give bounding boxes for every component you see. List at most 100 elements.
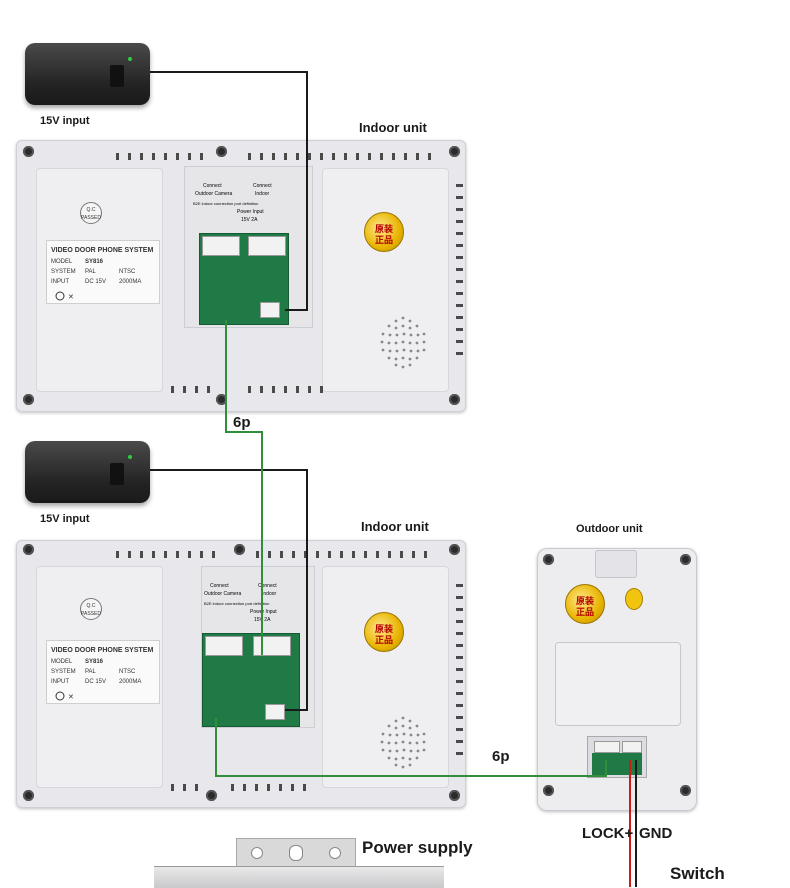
- terminal-outdoor-camera: Outdoor Camera: [195, 191, 233, 197]
- bracket-hole: [251, 847, 263, 859]
- qc-line1: Q.C: [86, 207, 96, 213]
- bracket-hole: [329, 847, 341, 859]
- outdoor-unit-label: Outdoor unit: [576, 523, 643, 535]
- seal-line2: 正品: [374, 635, 393, 645]
- sticker-title: VIDEO DOOR PHONE SYSTEM: [51, 247, 154, 254]
- sticker-ntsc: NTSC: [119, 269, 136, 275]
- hologram-seal: 原装 正品: [364, 212, 404, 252]
- speaker-grille: [372, 712, 434, 774]
- sticker-input-label: INPUT: [51, 679, 69, 685]
- power-supply-body: [154, 866, 444, 888]
- connector: [202, 236, 240, 256]
- indoor-unit-top: VIDEO DOOR PHONE SYSTEM MODEL SY816 SYST…: [16, 140, 466, 412]
- sticker-input-label: INPUT: [51, 279, 69, 285]
- cert-icons: ✕: [55, 688, 85, 701]
- screw: [680, 554, 691, 565]
- circuit-board: [202, 633, 300, 727]
- sticker-system-label: SYSTEM: [51, 269, 76, 275]
- power-cable-top: [150, 71, 308, 311]
- hologram-seal: 原装 正品: [364, 612, 404, 652]
- screw: [449, 790, 460, 801]
- lock-label: LOCK+: [582, 825, 634, 842]
- screw: [680, 785, 691, 796]
- terminal-note: B2E indoor connection port definition: [204, 601, 270, 606]
- vent-slots: [116, 551, 463, 791]
- spec-sticker: VIDEO DOOR PHONE SYSTEM MODEL SY816 SYST…: [46, 640, 160, 704]
- terminal-connect-left: Connect: [210, 583, 229, 589]
- power-adapter-bottom: [25, 441, 150, 503]
- cable-label-bottom: 6p: [492, 748, 510, 765]
- adapter-led: [128, 455, 132, 459]
- sticker-system-label: SYSTEM: [51, 669, 76, 675]
- spec-sticker: VIDEO DOOR PHONE SYSTEM MODEL SY816 SYST…: [46, 240, 160, 304]
- sticker-input-value: DC 15V: [85, 279, 107, 285]
- sticker-pal: PAL: [85, 669, 96, 675]
- sticker-current-value: 2000MA: [119, 279, 142, 285]
- cert-icons: ✕: [55, 288, 85, 301]
- connector: [265, 704, 285, 720]
- qc-line2: PASSED: [81, 215, 101, 221]
- terminal-connect-left: Connect: [203, 183, 222, 189]
- switch-label: Switch: [670, 864, 725, 883]
- qc-line2: PASSED: [81, 611, 101, 617]
- screw: [449, 146, 460, 157]
- sticker-pal: PAL: [85, 269, 96, 275]
- seal-line1: 原装: [374, 224, 393, 234]
- adapter-led: [128, 57, 132, 61]
- outdoor-unit: 原装 正品: [537, 548, 697, 811]
- power-cable-bottom: [150, 469, 308, 711]
- indoor-unit-label-top: Indoor unit: [359, 120, 427, 135]
- screw: [23, 544, 34, 555]
- input-label-top: 15V input: [40, 115, 90, 127]
- svg-text:✕: ✕: [68, 294, 74, 301]
- connector: [248, 236, 286, 256]
- gnd-label: GND: [639, 825, 673, 842]
- 6p-cable-units: [225, 320, 263, 655]
- terminal-connect-right: Connect: [253, 183, 272, 189]
- seal-line2: 正品: [575, 607, 594, 617]
- screw: [543, 785, 554, 796]
- terminal-indoor: Indoor: [255, 191, 270, 197]
- sticker-input-value: DC 15V: [85, 679, 107, 685]
- terminal-connect-right: Connect: [258, 583, 277, 589]
- terminal-indoor: Indoor: [262, 591, 277, 597]
- power-adapter-top: [25, 43, 150, 105]
- screw: [234, 544, 245, 555]
- screw: [216, 146, 227, 157]
- indoor-unit-label-bottom: Indoor unit: [361, 519, 429, 534]
- sticker-current-value: 2000MA: [119, 679, 142, 685]
- connector: [622, 741, 642, 753]
- terminal-area: Connect Connect Outdoor Camera Indoor B2…: [201, 566, 315, 728]
- sticker-model-value: SY816: [85, 659, 104, 665]
- right-panel: [322, 168, 449, 392]
- sticker-model-label: MODEL: [51, 659, 73, 665]
- terminal-note: B2E indoor connection port definition: [193, 201, 259, 206]
- 6p-cable-outdoor: [215, 718, 607, 777]
- indoor-unit-bottom: VIDEO DOOR PHONE SYSTEM MODEL SY816 SYST…: [16, 540, 466, 808]
- camera-module: [595, 550, 637, 578]
- adapter-plate: [110, 65, 124, 87]
- adapter-plate: [110, 463, 124, 485]
- sticker-model-value: SY816: [85, 259, 104, 265]
- screw: [216, 394, 227, 405]
- screw: [23, 790, 34, 801]
- connector: [205, 636, 243, 656]
- qc-passed-badge: Q.C PASSED: [80, 598, 102, 620]
- sticker-title: VIDEO DOOR PHONE SYSTEM: [51, 647, 154, 654]
- connector: [594, 741, 620, 753]
- bracket-hole: [289, 845, 303, 861]
- rain-cover: [555, 642, 681, 726]
- svg-text:✕: ✕: [68, 694, 74, 701]
- power-supply-label: Power supply: [362, 838, 473, 857]
- vent-slots: [116, 153, 463, 393]
- terminal-outdoor-camera: Outdoor Camera: [204, 591, 242, 597]
- terminal-power-input: Power Input: [237, 209, 264, 215]
- power-supply-bracket: [236, 838, 356, 867]
- sticker-ntsc: NTSC: [119, 669, 136, 675]
- circuit-board: [199, 233, 289, 325]
- connector: [260, 302, 280, 318]
- speaker-grille: [372, 312, 434, 374]
- hologram-seal: 原装 正品: [565, 584, 605, 624]
- terminal-area: Connect Connect Outdoor Camera Indoor B2…: [184, 166, 313, 328]
